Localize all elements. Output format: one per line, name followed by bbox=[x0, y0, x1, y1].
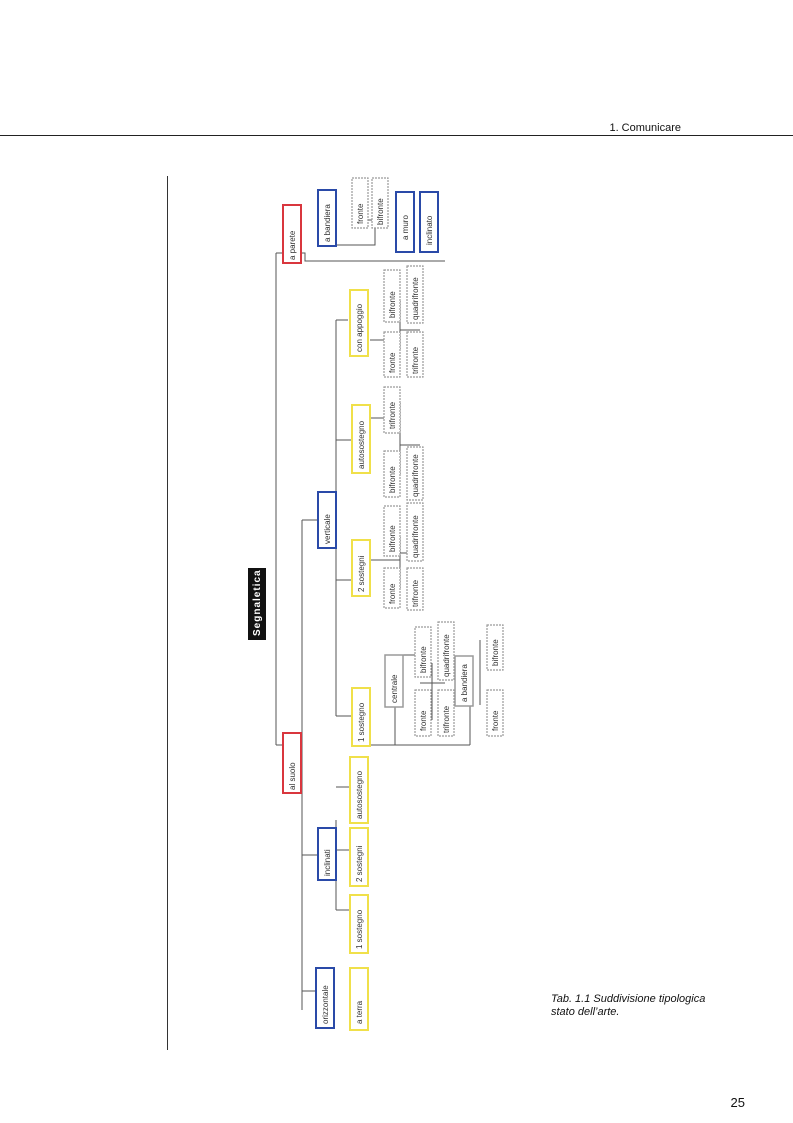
root-node: Segnaletica bbox=[248, 568, 266, 640]
node-label: con appoggio bbox=[355, 303, 364, 352]
leaf-ab-bifronte-box bbox=[486, 624, 504, 671]
leaf-s2-bifronte-box bbox=[383, 505, 401, 557]
node-label: a bandiera bbox=[460, 664, 469, 702]
node-label: 2 sostegni bbox=[357, 555, 366, 592]
leaf-ca-fronte: fronte bbox=[388, 352, 397, 373]
leaf-s2-trifronte: trifronte bbox=[411, 579, 420, 607]
leaf-c-bifronte: bifronte bbox=[419, 646, 428, 673]
node-al-suolo: al suolo bbox=[282, 732, 302, 794]
node-p-a-muro: a muro bbox=[395, 191, 415, 253]
node-a-parete: a parete bbox=[282, 204, 302, 264]
leaf-s2-fronte-box bbox=[383, 567, 401, 609]
node-verticale-2-sostegni: 2 sostegni bbox=[351, 539, 371, 597]
node-a-terra: a terra bbox=[349, 967, 369, 1031]
node-label: 1 sostegno bbox=[357, 702, 366, 742]
leaf-boxes bbox=[351, 177, 504, 737]
node-label: centrale bbox=[390, 674, 399, 703]
figure-caption: Tab. 1.1 Suddivisione tipologica stato d… bbox=[551, 993, 706, 1018]
node-inclinati-1-sostegno: 1 sostegno bbox=[349, 894, 369, 954]
node-label: a parete bbox=[288, 230, 297, 260]
node-label: 1 sostegno bbox=[355, 909, 364, 949]
leaf-ca-quadrifronte-box bbox=[406, 265, 424, 324]
page-number: 25 bbox=[730, 1095, 745, 1110]
leaf-c-quadrifronte: quadrifronte bbox=[442, 634, 451, 677]
leaf-as-bifronte: bifronte bbox=[388, 466, 397, 493]
node-label: orizzontale bbox=[321, 985, 330, 1024]
leaf-p-fronte: fronte bbox=[356, 203, 365, 224]
node-verticale-1-sostegno: 1 sostegno bbox=[351, 687, 371, 747]
header-rule bbox=[0, 135, 793, 136]
leaf-c-trifronte: trifronte bbox=[442, 705, 451, 733]
leaf-c-fronte: fronte bbox=[419, 710, 428, 731]
node-label: a muro bbox=[401, 215, 410, 240]
node-orizzontale: orizzontale bbox=[315, 967, 335, 1029]
leaf-ca-quadrifronte: quadrifronte bbox=[411, 277, 420, 320]
leaf-s2-quadrifronte-box bbox=[406, 502, 424, 562]
leaf-s2-quadrifronte: quadrifronte bbox=[411, 515, 420, 558]
leaf-as-quadrifronte: quadrifronte bbox=[411, 454, 420, 497]
leaf-s2-bifronte: bifronte bbox=[388, 525, 397, 552]
leaf-ca-trifronte-box bbox=[406, 331, 424, 378]
node-centrale: centrale bbox=[384, 654, 404, 708]
node-label: autosostegno bbox=[357, 420, 366, 469]
leaf-ab-fronte: fronte bbox=[491, 710, 500, 731]
node-verticale: verticale bbox=[317, 491, 337, 549]
node-a-bandiera-verticale: a bandiera bbox=[454, 655, 474, 707]
leaf-p-bifronte: bifronte bbox=[376, 198, 385, 225]
leaf-as-quadrifronte-box bbox=[406, 446, 424, 501]
leaf-c-trifronte-box bbox=[437, 689, 455, 737]
leaf-s2-trifronte-box bbox=[406, 567, 424, 611]
leaf-p-fronte-box bbox=[351, 177, 369, 229]
leaf-p-bifronte-box bbox=[371, 177, 389, 229]
node-inclinati-autosostegno: autosostegno bbox=[349, 756, 369, 824]
leaf-as-bifronte-box bbox=[383, 450, 401, 498]
node-inclinati: inclinati bbox=[317, 827, 337, 881]
leaf-as-trifronte: trifronte bbox=[388, 401, 397, 429]
leaf-ab-fronte-box bbox=[486, 689, 504, 737]
leaf-ca-bifronte: bifronte bbox=[388, 291, 397, 318]
node-label: a terra bbox=[355, 1000, 364, 1024]
leaf-labels: fronte trifronte bifronte quadrifronte f… bbox=[356, 198, 500, 733]
leaf-c-quadrifronte-box bbox=[437, 621, 455, 681]
leaf-ca-fronte-box bbox=[383, 331, 401, 378]
node-p-a-bandiera: a bandiera bbox=[317, 189, 337, 247]
node-con-appoggio: con appoggio bbox=[349, 289, 369, 357]
chapter-title: 1. Comunicare bbox=[609, 122, 681, 134]
node-p-inclinato: inclinato bbox=[419, 191, 439, 253]
root-label: Segnaletica bbox=[252, 569, 263, 636]
node-label: inclinato bbox=[425, 215, 434, 245]
node-label: 2 sostegni bbox=[355, 845, 364, 882]
node-label: inclinati bbox=[323, 849, 332, 876]
leaf-c-bifronte-box bbox=[414, 626, 432, 678]
node-inclinati-2-sostegni: 2 sostegni bbox=[349, 827, 369, 887]
node-label: a bandiera bbox=[323, 204, 332, 242]
leaf-c-fronte-box bbox=[414, 689, 432, 737]
leaf-as-trifronte-box bbox=[383, 386, 401, 434]
leaf-ca-trifronte: trifronte bbox=[411, 346, 420, 374]
node-verticale-autosostegno: autosostegno bbox=[351, 404, 371, 474]
leaf-ca-bifronte-box bbox=[383, 269, 401, 323]
margin-line bbox=[167, 176, 168, 1050]
node-label: al suolo bbox=[288, 762, 297, 790]
leaf-s2-fronte: fronte bbox=[388, 583, 397, 604]
node-label: verticale bbox=[323, 514, 332, 544]
node-label: autosostegno bbox=[355, 770, 364, 819]
leaf-ab-bifronte: bifronte bbox=[491, 639, 500, 666]
tree-connectors bbox=[275, 219, 481, 1010]
